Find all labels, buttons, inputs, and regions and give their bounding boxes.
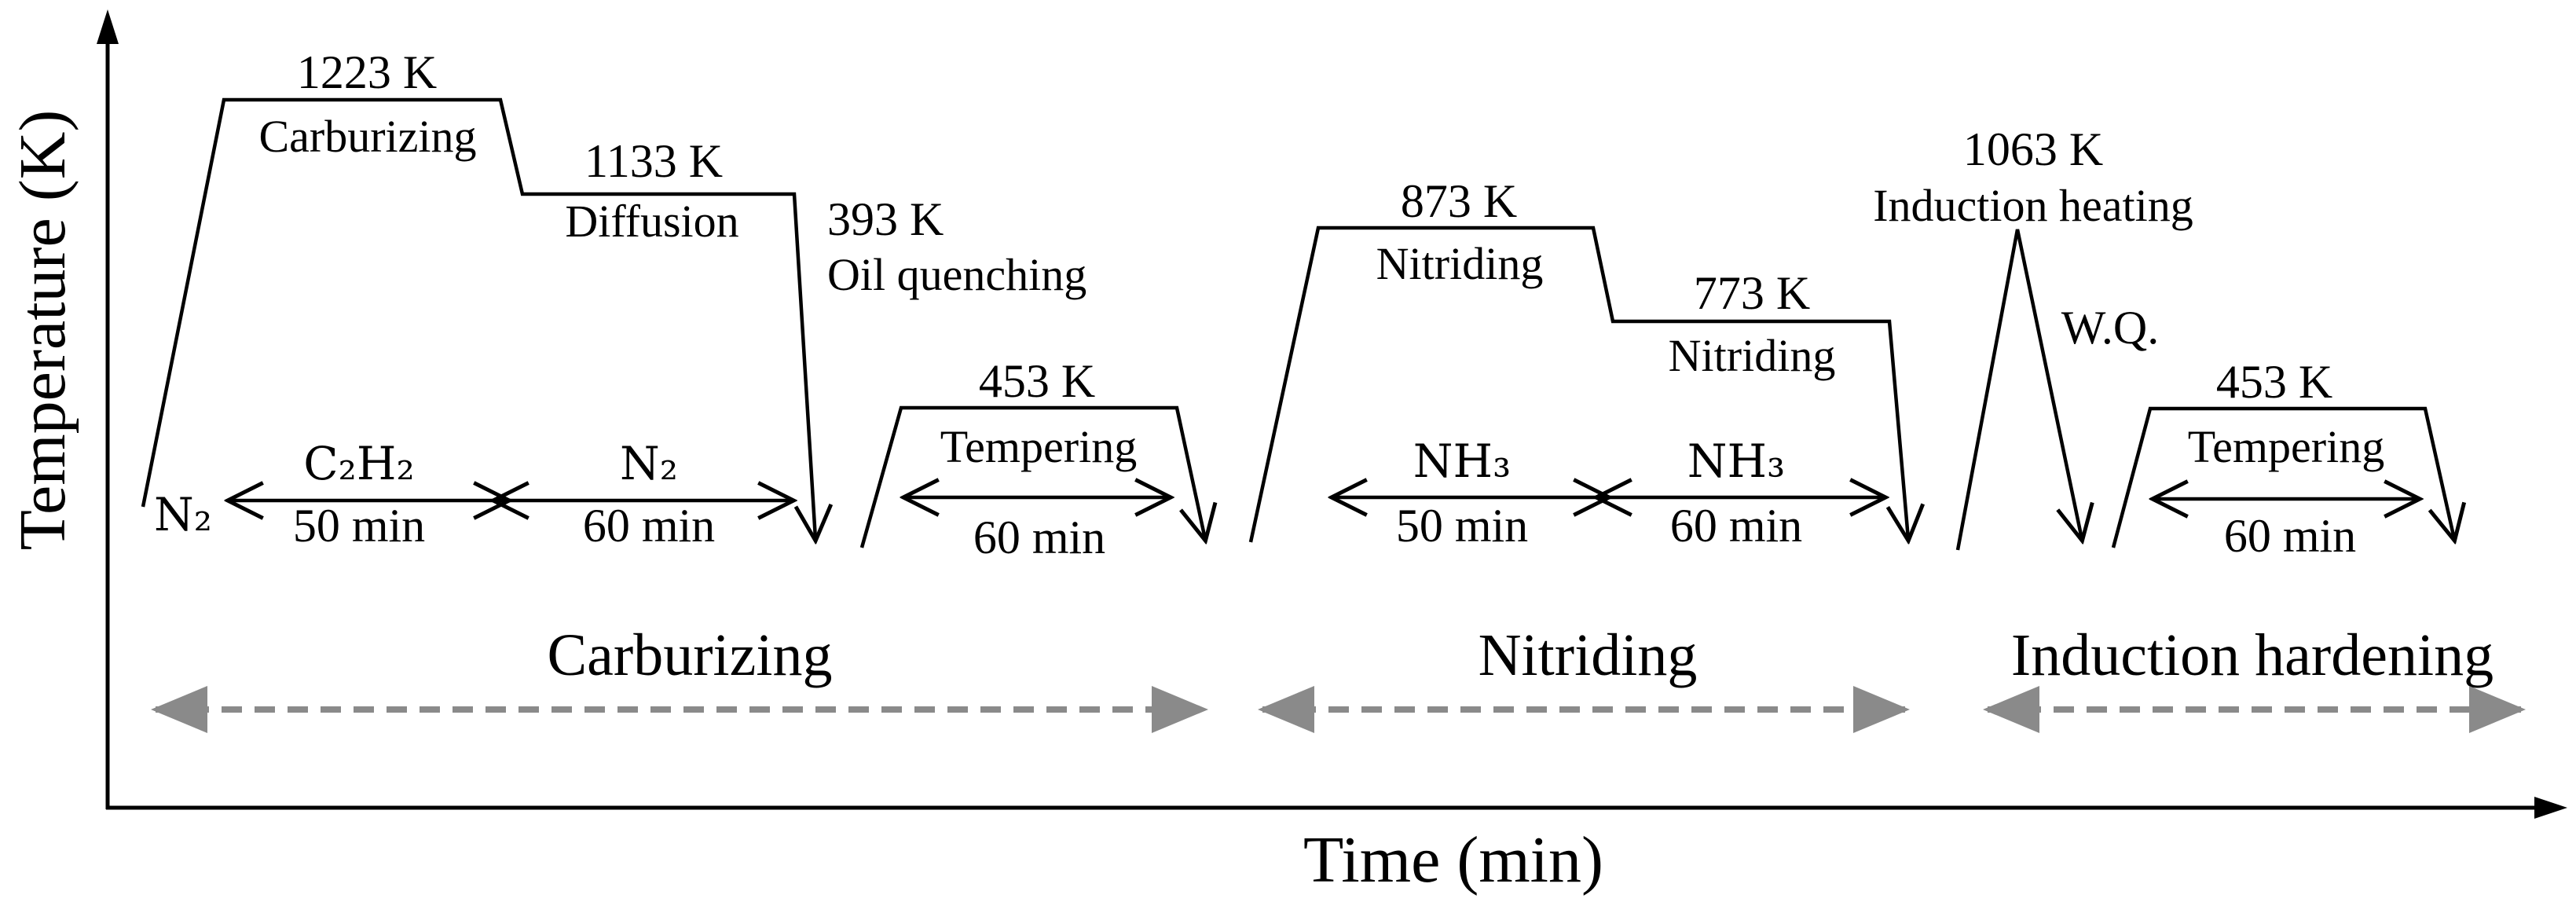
nitriding-profile-line — [1248, 226, 1908, 542]
tempering2-temp-label: 453 K — [2216, 356, 2332, 408]
section-label-induction-hardening: Induction hardening — [2011, 622, 2494, 688]
tempering2-duration-label: 60 min — [2224, 510, 2356, 562]
induction-heating-spike-line — [1955, 229, 2082, 551]
y-axis-label: Temperature (K) — [6, 110, 79, 551]
nitriding2-temp-label: 773 K — [1694, 267, 1810, 319]
tempering1-temp-label: 453 K — [979, 355, 1095, 407]
nh3-second-gas-label: NH₃ — [1687, 434, 1786, 488]
c2h2-duration-label: 50 min — [293, 500, 425, 552]
water-quench-label: W.Q. — [2061, 302, 2159, 354]
nitriding1-temp-label: 873 K — [1401, 175, 1517, 227]
nh3-second-duration-label: 60 min — [1670, 500, 1802, 552]
n2-gas-label: N₂ — [620, 437, 678, 490]
tempering1-step-label: Tempering — [940, 421, 1137, 472]
section-label-carburizing: Carburizing — [547, 622, 832, 688]
induction-tempering-profile-line — [2111, 406, 2454, 548]
initial-gas-label: N₂ — [154, 488, 212, 541]
nitriding2-step-label: Nitriding — [1669, 330, 1836, 381]
induction-heating-label: Induction heating — [1873, 180, 2193, 231]
nh3-first-gas-label: NH₃ — [1413, 434, 1512, 488]
carburizing-tempering-profile-line — [859, 405, 1205, 548]
x-axis-label: Time (min) — [1303, 823, 1603, 896]
x-axis-arrowhead-icon — [2534, 797, 2567, 819]
induction-temp-label: 1063 K — [1963, 123, 2103, 175]
oil-quench-step-label: Oil quenching — [827, 249, 1086, 300]
carburizing-temp-label: 1223 K — [297, 46, 437, 98]
diffusion-temp-label: 1133 K — [584, 135, 723, 187]
y-axis-arrowhead-icon — [97, 9, 119, 44]
carburizing-step-label: Carburizing — [258, 111, 476, 162]
carburizing-profile-line — [141, 97, 815, 539]
section-label-nitriding: Nitriding — [1479, 622, 1698, 688]
diffusion-step-label: Diffusion — [565, 196, 738, 247]
nh3-first-duration-label: 50 min — [1396, 500, 1528, 552]
nitriding1-step-label: Nitriding — [1376, 238, 1544, 289]
tempering1-duration-label: 60 min — [973, 512, 1105, 563]
c2h2-gas-label: C₂H₂ — [303, 437, 414, 490]
n2-duration-label: 60 min — [583, 500, 715, 552]
tempering2-step-label: Tempering — [2188, 421, 2384, 472]
oil-quench-temp-label: 393 K — [827, 193, 944, 245]
